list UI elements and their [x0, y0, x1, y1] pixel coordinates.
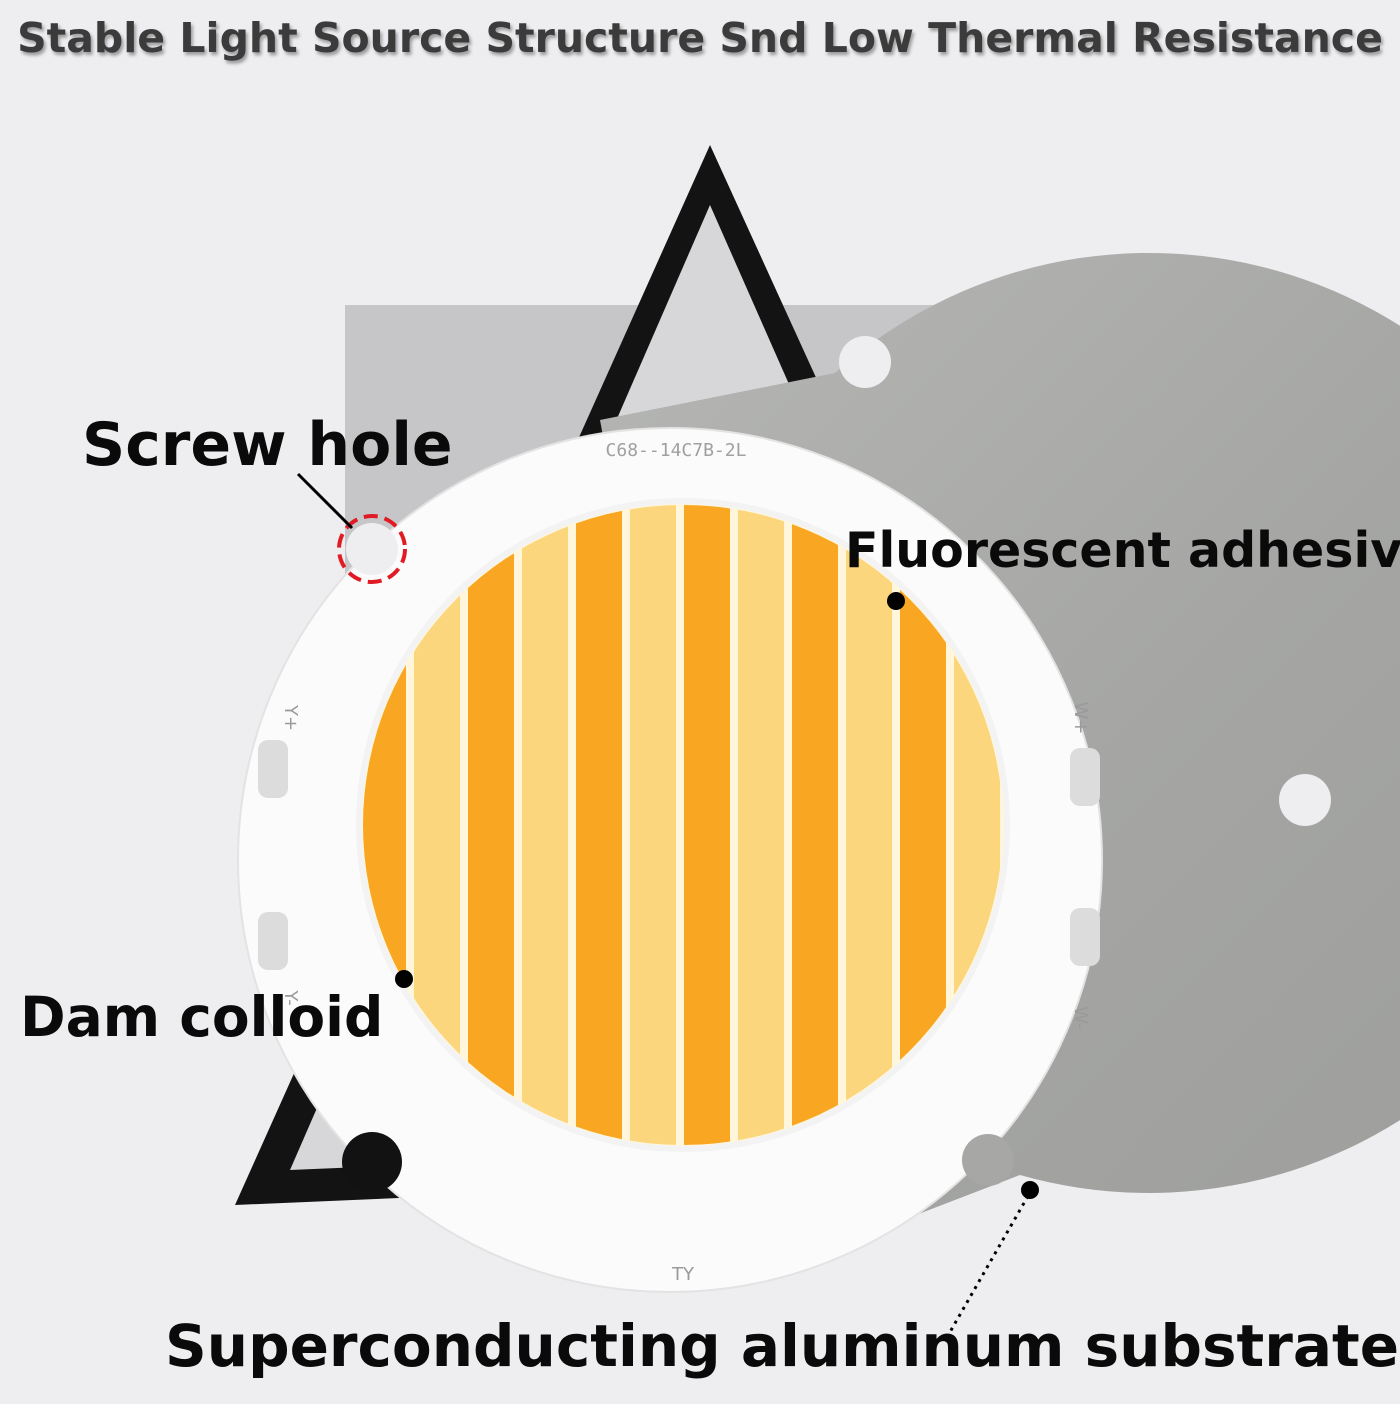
- board-mark-maker: TY: [671, 1264, 695, 1285]
- solder-pad-y-minus: [258, 912, 288, 970]
- phosphor-stripe-warm: [684, 505, 730, 1145]
- fluorescent-leader-dot: [887, 592, 905, 610]
- screw-hole: [346, 523, 398, 575]
- dam-colloid-leader-dot: [395, 970, 413, 988]
- board-mark-w-plus: W+: [1070, 702, 1091, 735]
- phosphor-stripe-warm: [792, 505, 838, 1145]
- phosphor-stripe-cool: [846, 505, 892, 1145]
- label-fluorescent-adhesive: Fluorescent adhesiv: [845, 522, 1400, 579]
- board-mark-y-plus: Y+: [280, 704, 301, 731]
- phosphor-stripe-warm: [468, 505, 514, 1145]
- phosphor-stripe-cool: [522, 505, 568, 1145]
- substrate-leader-line: [948, 1195, 1030, 1333]
- page-title: Stable Light Source Structure Snd Low Th…: [17, 14, 1383, 62]
- board-part-number: C68--14C7B-2L: [606, 440, 747, 461]
- screw-hole-leader-line: [296, 472, 354, 530]
- label-screw-hole: Screw hole: [82, 410, 453, 480]
- substrate-notch-right: [1279, 774, 1331, 826]
- board-mark-w-minus: W-: [1070, 1006, 1091, 1030]
- label-dam-colloid: Dam colloid: [20, 985, 384, 1049]
- dam-colloid-ring: [356, 498, 1010, 1152]
- solder-pad-w-minus: [1070, 908, 1100, 966]
- substrate-leader-dot: [1021, 1181, 1039, 1199]
- board-notch-bottom-right: [962, 1134, 1014, 1186]
- board-mark-y-minus: Y-: [280, 989, 301, 1005]
- screw-hole-highlight-ring: [337, 514, 407, 584]
- phosphor-stripe-warm: [576, 505, 622, 1145]
- phosphor-stripe-cool: [738, 505, 784, 1145]
- solder-pad-y-plus: [258, 740, 288, 798]
- board-notch-bottom-left: [342, 1132, 402, 1192]
- solder-pad-w-plus: [1070, 748, 1100, 806]
- label-aluminum-substrate: Superconducting aluminum substrate: [165, 1312, 1400, 1380]
- substrate-notch-top: [839, 336, 891, 388]
- phosphor-stripe-cool: [630, 505, 676, 1145]
